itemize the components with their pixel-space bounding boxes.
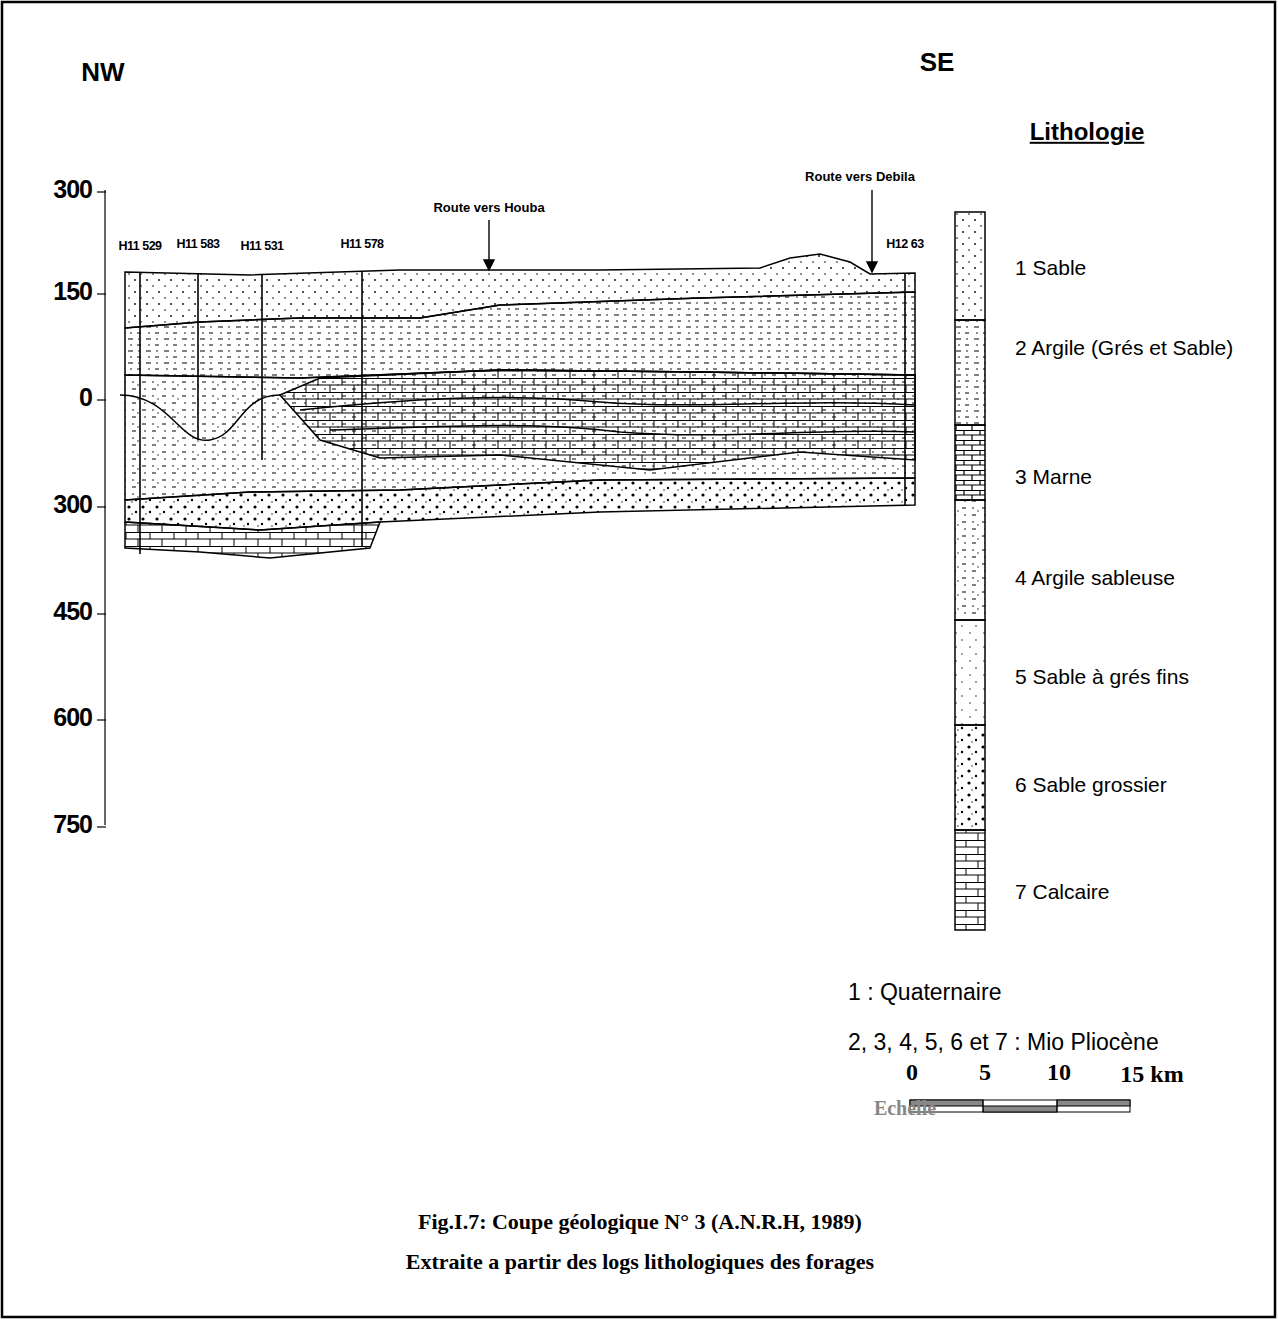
scale-bar: [910, 1100, 1130, 1112]
legend-label: 1 Sable: [1015, 256, 1086, 279]
borehole-label: H11 583: [176, 238, 219, 252]
depth-axis: [97, 190, 106, 827]
age-note: 1 : Quaternaire: [848, 980, 1001, 1005]
legend-label: 5 Sable à grés fins: [1015, 665, 1189, 688]
legend-label: 3 Marne: [1015, 465, 1092, 488]
depth-tick-label: 0: [79, 384, 92, 412]
age-note: 2, 3, 4, 5, 6 et 7 : Mio Pliocène: [848, 1030, 1159, 1055]
depth-tick-label: 750: [53, 811, 92, 839]
scale-title: Echelle: [874, 1097, 936, 1119]
depth-tick-label: 300: [53, 176, 92, 204]
legend-heading: Lithologie: [1030, 119, 1145, 145]
depth-tick-label: 300: [53, 491, 92, 519]
scale-number: 15 km: [1120, 1061, 1183, 1087]
direction-label: SE: [920, 48, 955, 77]
borehole-label: H11 578: [340, 238, 383, 252]
figure-caption: Extraite a partir des logs lithologiques…: [406, 1250, 874, 1274]
scale-number: 5: [979, 1059, 991, 1085]
route-label: Route vers Debila: [805, 170, 915, 184]
legend-label: 2 Argile (Grés et Sable): [1015, 336, 1233, 359]
depth-tick-label: 600: [53, 704, 92, 732]
route-label: Route vers Houba: [433, 201, 544, 215]
legend-label: 6 Sable grossier: [1015, 773, 1167, 796]
borehole-lines: [140, 271, 905, 554]
borehole-label: H12 63: [886, 238, 923, 252]
geological-layers: [120, 254, 915, 558]
legend-label: 7 Calcaire: [1015, 880, 1110, 903]
figure-title: Fig.I.7: Coupe géologique N° 3 (A.N.R.H,…: [418, 1210, 862, 1234]
depth-tick-label: 150: [53, 278, 92, 306]
direction-label: NW: [81, 58, 124, 87]
borehole-label: H11 529: [118, 240, 161, 254]
depth-tick-label: 450: [53, 598, 92, 626]
lithology-column: [955, 212, 985, 930]
scale-number: 0: [906, 1059, 918, 1085]
borehole-label: H11 531: [240, 240, 283, 254]
legend-label: 4 Argile sableuse: [1015, 566, 1175, 589]
scale-number: 10: [1047, 1059, 1071, 1085]
